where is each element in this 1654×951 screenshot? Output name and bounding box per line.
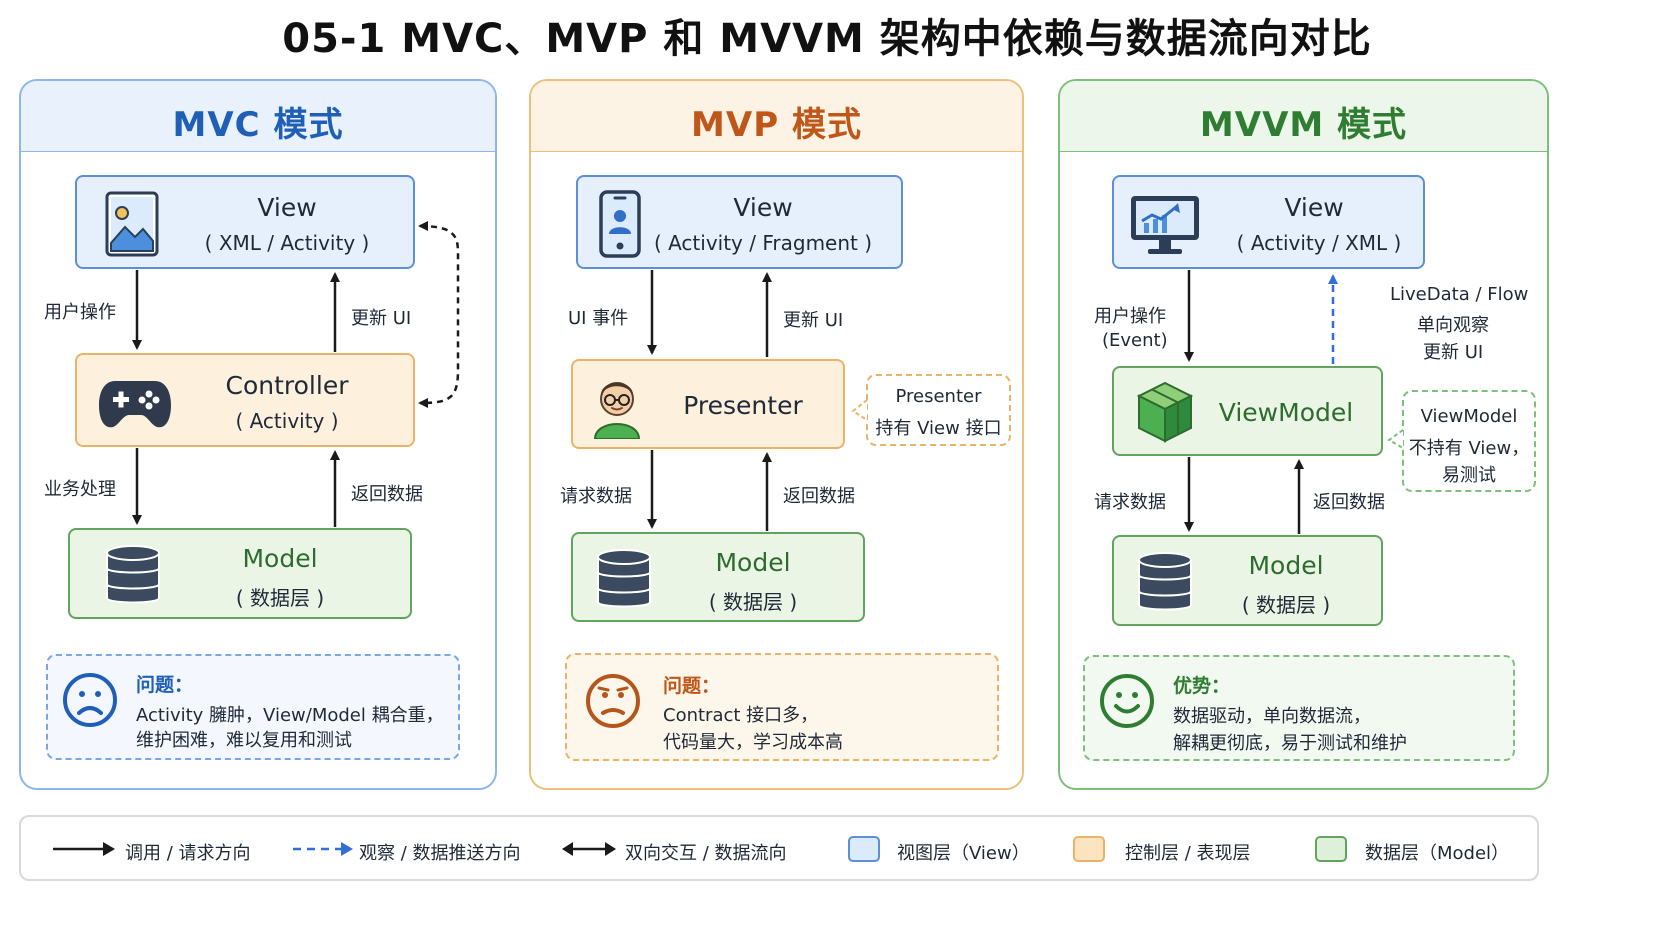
mvp-panel-header: MVP 模式 (531, 81, 1022, 152)
person-glasses-icon (593, 382, 641, 439)
mvc-arrow-view-controller-dashed (418, 221, 460, 408)
mvp-callout-pointer (851, 399, 868, 421)
mvvm-panel-title: MVVM 模式 (1199, 105, 1408, 145)
database-icon (597, 549, 651, 608)
legend-call-label: 调用 / 请求方向 (125, 843, 251, 864)
mvc-label-return-data: 返回数据 (351, 484, 423, 505)
image-icon (105, 191, 159, 257)
database-icon (1138, 552, 1192, 611)
mvp-callout-line2: 持有 View 接口 (875, 418, 1002, 439)
phone-icon (599, 190, 641, 258)
legend: 调用 / 请求方向 观察 / 数据推送方向 双向交互 / 数据流向 视图层（Vi… (19, 815, 1539, 881)
sad-face-icon (63, 673, 117, 727)
monitor-chart-icon (1131, 196, 1199, 254)
mvvm-label-return-data: 返回数据 (1313, 492, 1385, 513)
mvp-model-box: Model ( 数据层 ) (571, 532, 865, 622)
mvc-model-sub: ( 数据层 ) (235, 586, 325, 610)
legend-view-label: 视图层（View） (897, 843, 1030, 864)
mvvm-label-observe: 单向观察 (1417, 315, 1489, 336)
mvp-label-return-data: 返回数据 (783, 486, 855, 507)
mvvm-note-title: 优势： (1173, 675, 1231, 697)
mvvm-callout-pointer (1387, 429, 1404, 449)
database-icon (106, 545, 160, 604)
mvc-note-title: 问题： (136, 674, 194, 696)
legend-bidirectional-label: 双向交互 / 数据流向 (625, 843, 787, 864)
mvvm-label-user-action: 用户操作 (1094, 306, 1166, 327)
mvc-controller-sub: ( Activity ) (235, 409, 339, 433)
mvc-label-business: 业务处理 (44, 479, 116, 500)
frown-face-icon (586, 674, 640, 728)
mvvm-view-box: View ( Activity / XML ) (1112, 175, 1425, 269)
mvvm-label-livedata: LiveData / Flow (1390, 284, 1529, 305)
mvp-model-title: Model (715, 548, 791, 577)
page-title: 05-1 MVC、MVP 和 MVVM 架构中依赖与数据流向对比 (282, 16, 1372, 62)
mvc-controller-title: Controller (225, 371, 349, 400)
solid-arrow-icon (53, 842, 115, 856)
mvc-note: 问题： Activity 臃肿，View/Model 耦合重， 维护困难，难以复… (46, 654, 460, 760)
mvvm-callout-line3: 易测试 (1442, 465, 1496, 486)
double-arrow-icon (562, 842, 616, 856)
legend-observe-label: 观察 / 数据推送方向 (359, 843, 521, 864)
mvvm-note: 优势： 数据驱动，单向数据流， 解耦更彻底，易于测试和维护 (1083, 655, 1515, 761)
mvp-presenter-box: Presenter (571, 359, 845, 449)
mvvm-view-title: View (1284, 193, 1344, 222)
mvvm-callout-line1: ViewModel (1420, 406, 1518, 427)
mvp-presenter-title: Presenter (683, 391, 803, 420)
mvp-view-title: View (733, 193, 793, 222)
legend-model-swatch (1315, 836, 1347, 862)
mvc-model-title: Model (242, 544, 318, 573)
mvp-model-sub: ( 数据层 ) (708, 590, 798, 614)
mvvm-viewmodel-callout: ViewModel 不持有 View， 易测试 (1402, 390, 1536, 492)
mvp-note-line2: 代码量大，学习成本高 (663, 732, 843, 753)
legend-view-swatch (848, 836, 880, 862)
dashed-arrow-icon (293, 842, 353, 856)
mvp-note: 问题： Contract 接口多， 代码量大，学习成本高 (565, 653, 999, 761)
mvvm-view-sub: ( Activity / XML ) (1236, 231, 1402, 255)
mvvm-label-event: (Event) (1102, 330, 1168, 351)
mvc-panel-title: MVC 模式 (172, 105, 344, 145)
mvc-label-update-ui: 更新 UI (351, 308, 412, 329)
mvc-view-box: View ( XML / Activity ) (75, 175, 415, 269)
mvp-callout-line1: Presenter (895, 386, 982, 407)
mvp-note-line1: Contract 接口多， (663, 705, 819, 726)
mvvm-model-box: Model ( 数据层 ) (1112, 535, 1383, 626)
mvvm-model-title: Model (1248, 551, 1324, 580)
mvc-note-line2: 维护困难，难以复用和测试 (136, 730, 352, 751)
smile-face-icon (1100, 674, 1154, 728)
mvvm-label-update-ui: 更新 UI (1423, 342, 1484, 363)
mvp-label-ui-event: UI 事件 (568, 308, 629, 329)
mvc-controller-box: Controller ( Activity ) (75, 353, 415, 447)
mvc-label-user-action: 用户操作 (44, 302, 116, 323)
mvvm-note-line1: 数据驱动，单向数据流， (1173, 706, 1371, 727)
mvp-view-sub: ( Activity / Fragment ) (653, 231, 873, 255)
mvc-panel-header: MVC 模式 (21, 81, 495, 152)
mvc-note-line1: Activity 臃肿，View/Model 耦合重， (136, 705, 444, 726)
mvc-view-sub: ( XML / Activity ) (204, 231, 370, 255)
legend-model-label: 数据层（Model） (1365, 843, 1510, 864)
mvvm-panel-header: MVVM 模式 (1060, 81, 1547, 152)
mvvm-viewmodel-title: ViewModel (1218, 398, 1354, 427)
mvc-model-box: Model ( 数据层 ) (68, 528, 412, 619)
mvp-presenter-callout: Presenter 持有 View 接口 (866, 374, 1011, 446)
mvvm-model-sub: ( 数据层 ) (1241, 593, 1331, 617)
mvp-note-title: 问题： (663, 675, 721, 697)
mvvm-note-line2: 解耦更彻底，易于测试和维护 (1173, 733, 1407, 754)
legend-control-label: 控制层 / 表现层 (1125, 843, 1251, 864)
mvp-label-request-data: 请求数据 (560, 486, 632, 507)
mvp-panel-title: MVP 模式 (691, 105, 862, 145)
mvp-label-update-ui: 更新 UI (783, 310, 844, 331)
mvp-view-box: View ( Activity / Fragment ) (576, 175, 903, 269)
cube-icon (1136, 381, 1194, 443)
legend-control-swatch (1073, 836, 1105, 862)
mvvm-label-request-data: 请求数据 (1094, 492, 1166, 513)
gamepad-icon (99, 381, 171, 428)
mvvm-callout-line2: 不持有 View， (1408, 438, 1530, 459)
mvvm-viewmodel-box: ViewModel (1112, 366, 1383, 456)
mvc-view-title: View (257, 193, 317, 222)
